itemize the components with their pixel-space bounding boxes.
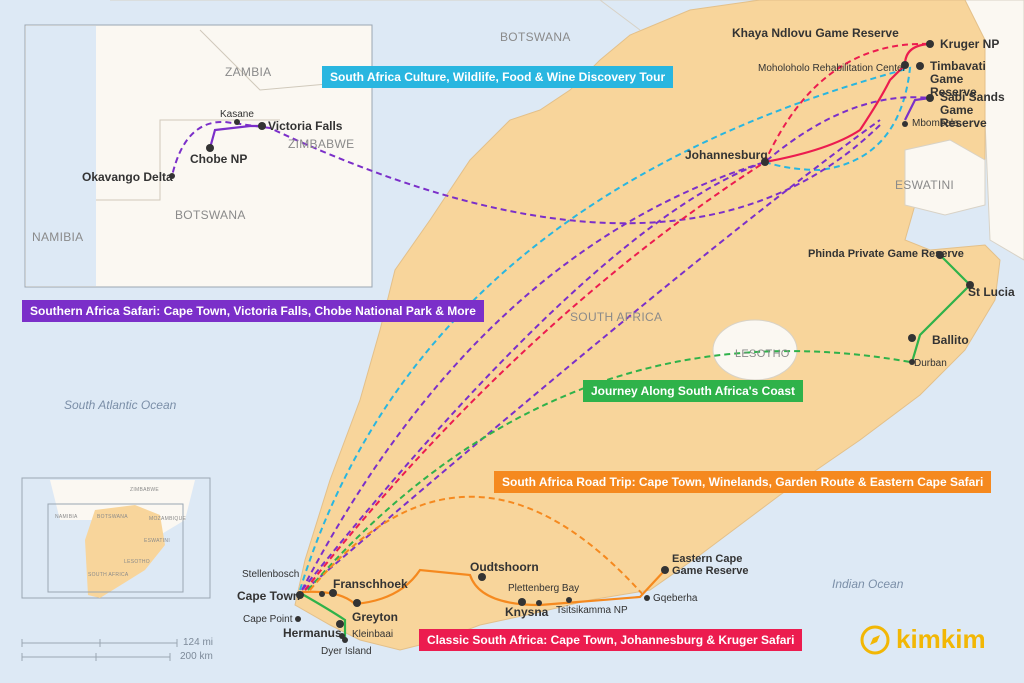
place-label: St Lucia (968, 285, 1015, 299)
locator-label: BOTSWANA (97, 514, 128, 520)
place-label: Victoria Falls (268, 119, 343, 133)
place-label: Kruger NP (940, 37, 1000, 51)
place-label: Hermanus (283, 626, 342, 640)
scale-bars (21, 639, 178, 661)
place-label: Timbavati Game Reserve (930, 59, 986, 99)
country-label: LESOTHO (735, 348, 790, 360)
place-label: Okavango Delta (82, 170, 173, 184)
locator-label: SOUTH AFRICA (88, 572, 129, 578)
place-label: Ballito (932, 333, 969, 347)
route-banner-classic[interactable]: Classic South Africa: Cape Town, Johanne… (419, 629, 803, 651)
route-banner-safari[interactable]: Southern Africa Safari: Cape Town, Victo… (22, 300, 484, 322)
place-markers (169, 40, 974, 643)
place-label: Tsitsikamma NP (556, 605, 628, 616)
scale-km: 200 km (180, 651, 213, 662)
route-drives (208, 42, 972, 638)
place-label: Oudtshoorn (470, 560, 539, 574)
locator-label: ZIMBABWE (130, 487, 160, 493)
route-safari-flight (171, 96, 931, 591)
brand-name: kimkim (896, 624, 986, 654)
compass-icon (860, 625, 890, 654)
place-label: Moholoholo Rehabilitation Center (758, 63, 906, 74)
country-label: BOTSWANA (175, 208, 246, 222)
scale-miles: 124 mi (183, 637, 214, 648)
eswatini (904, 139, 986, 216)
place-label: Sabi Sands Game Reserve (940, 90, 1005, 130)
place-label: Dyer Island (321, 646, 372, 657)
country-label: SOUTH AFRICA (570, 310, 663, 324)
place-label: Eastern Cape Game Reserve (672, 553, 749, 577)
place-label: Gqeberha (653, 593, 698, 604)
place-label: Stellenbosch (242, 569, 300, 580)
route-banner-coast[interactable]: Journey Along South Africa's Coast (583, 380, 803, 402)
place-label: Plettenberg Bay (508, 583, 580, 594)
place-label: Mbombela (912, 118, 959, 129)
route-classic-flight (304, 42, 931, 591)
inset-water (26, 26, 96, 286)
place-label: Knysna (505, 605, 549, 619)
locator-label: NAMIBIA (55, 514, 78, 520)
place-label: Phinda Private Game Reserve (808, 248, 964, 260)
route-banner-roadtrip[interactable]: South Africa Road Trip: Cape Town, Winel… (494, 471, 992, 493)
place-label: Cape Point (243, 614, 293, 625)
route-banner-culture[interactable]: South Africa Culture, Wildlife, Food & W… (322, 66, 674, 88)
place-label: Kasane (220, 109, 254, 120)
country-label: NAMIBIA (32, 230, 84, 244)
country-label: BOTSWANA (500, 30, 571, 44)
locator-label: ESWATINI (144, 538, 171, 544)
place-label: Franschhoek (333, 577, 408, 591)
place-label: Durban (914, 358, 947, 369)
kimkim-logo: kimkim (860, 624, 986, 655)
country-label: ESWATINI (895, 178, 955, 192)
ocean-label: Indian Ocean (832, 577, 904, 591)
place-label: Khaya Ndlovu Game Reserve (732, 26, 899, 40)
route-culture-flight (299, 66, 912, 591)
locator-label: LESOTHO (124, 559, 150, 565)
locator-label: MOZAMBIQUE (149, 516, 187, 522)
place-label: Cape Town (237, 589, 301, 603)
place-label: Greyton (352, 610, 399, 624)
locator-map (21, 477, 211, 599)
route-roadtrip-flight (309, 495, 646, 598)
country-label: ZIMBABWE (288, 137, 355, 151)
country-label: ZAMBIA (225, 65, 272, 79)
ocean-label: South Atlantic Ocean (64, 398, 177, 412)
place-label: Kleinbaai (352, 629, 394, 640)
place-label: Chobe NP (190, 152, 248, 166)
place-label: Johannesburg (685, 148, 768, 162)
